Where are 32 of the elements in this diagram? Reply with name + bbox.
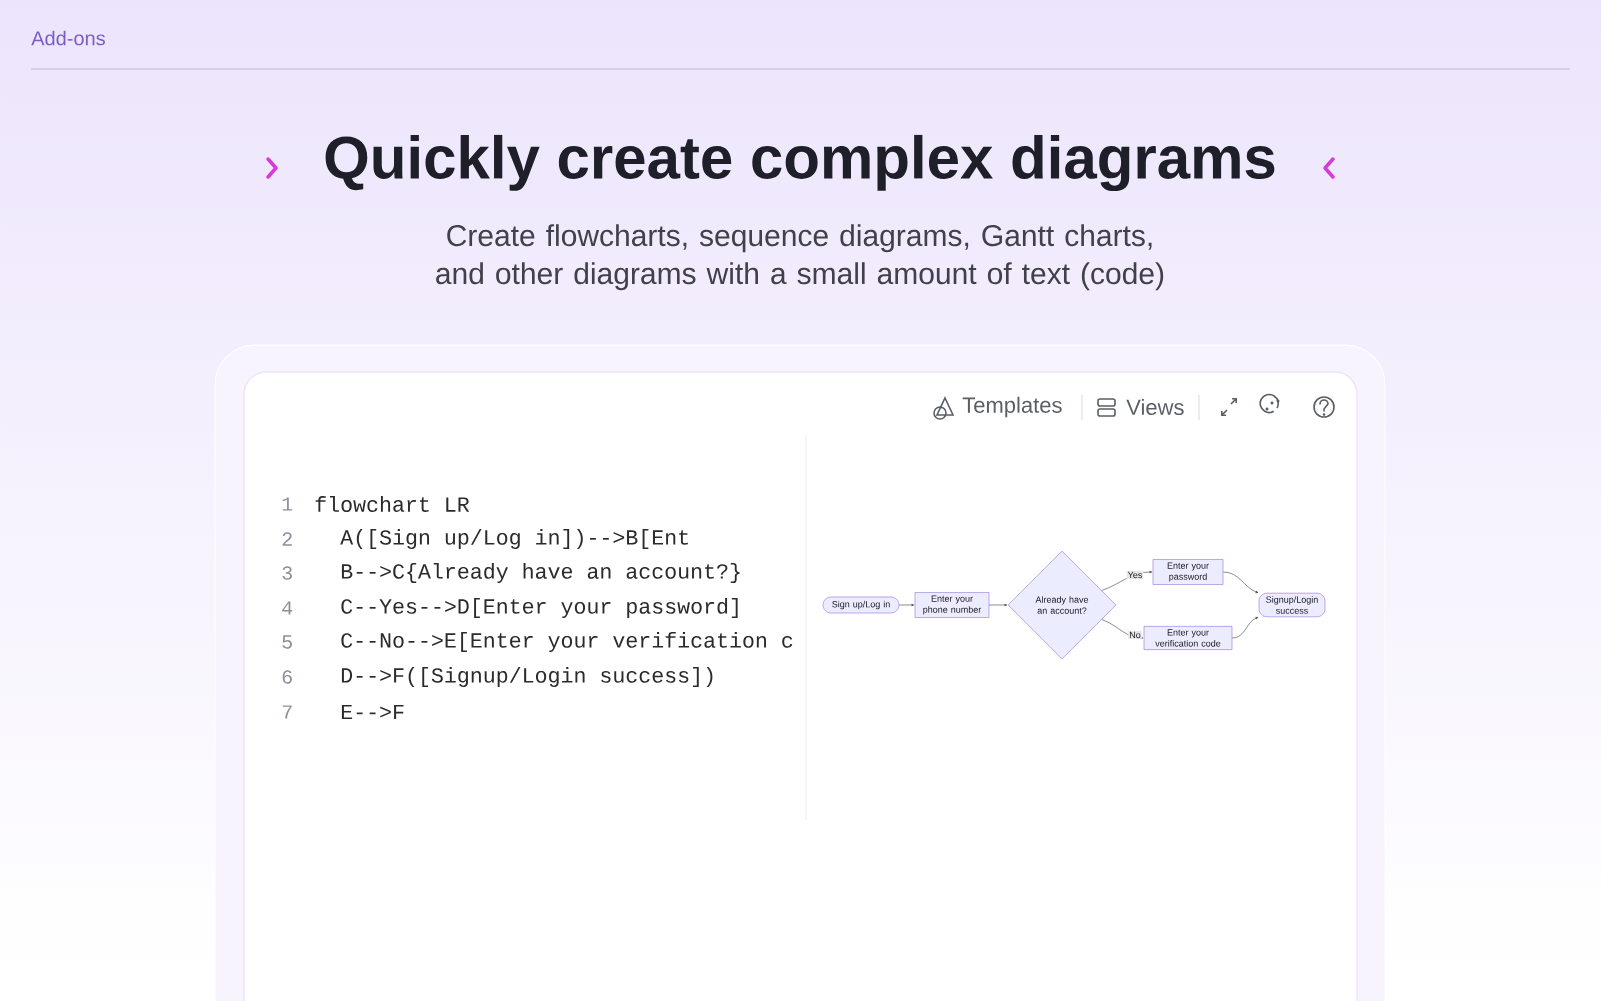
process-box: Enter your phone number xyxy=(914,592,990,618)
terminal-node: Sign up/Log in xyxy=(822,596,900,614)
line-number: 5 xyxy=(282,635,292,649)
subtitle: Create flowcharts, sequence diagrams, Gantt charts, and other diagrams with a small amount of text (code) xyxy=(436,224,1164,291)
arrow xyxy=(1101,619,1144,640)
arrow xyxy=(1232,617,1259,639)
heading: Quickly create complex diagrams xyxy=(325,134,1275,192)
code-line: E-->F xyxy=(341,704,404,720)
line-number: 4 xyxy=(282,601,293,615)
arrow xyxy=(899,603,915,607)
arrow xyxy=(1101,570,1153,591)
line-number: 1 xyxy=(282,497,293,511)
toolbar-label: Views xyxy=(1126,398,1184,416)
code-line: B-->C{Already have an account?} xyxy=(341,562,740,584)
arrow xyxy=(1223,571,1259,593)
code-line: C--No-->E[Enter your verification c xyxy=(341,631,793,653)
line-number: 6 xyxy=(282,670,292,684)
arrow xyxy=(989,603,1008,607)
section-label: Add-ons xyxy=(31,30,105,46)
edge-label: No xyxy=(1130,631,1141,639)
code-line: C--Yes-->D[Enter your password] xyxy=(341,597,738,619)
terminal-node: Signup/Login success xyxy=(1258,592,1326,618)
code-line: A([Sign up/Log in])-->B[Ent xyxy=(340,528,688,550)
toolbar-label: Templates xyxy=(962,396,1062,418)
code-line: flowchart LR xyxy=(315,496,470,512)
line-number: 7 xyxy=(282,705,292,719)
edge-label: Yes xyxy=(1127,571,1143,579)
line-number: 3 xyxy=(282,566,292,580)
code-line: D-->F([Signup/Login success]) xyxy=(341,666,713,688)
line-number: 2 xyxy=(282,532,292,546)
process-box: Enter your verification code xyxy=(1143,626,1233,650)
process-box: Enter your password xyxy=(1152,559,1224,585)
